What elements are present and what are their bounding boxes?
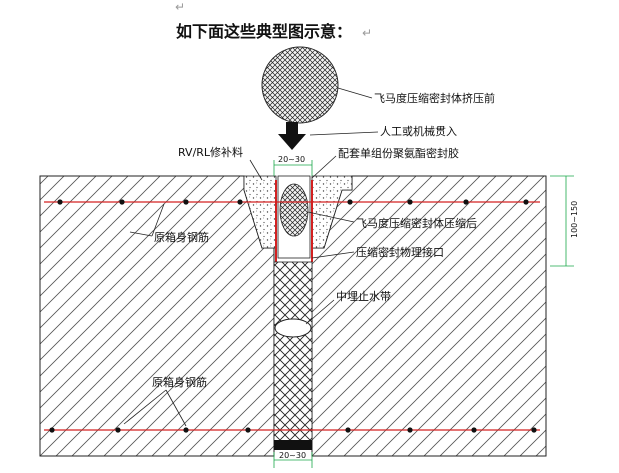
dimension-gap-bottom [273, 452, 313, 468]
repair-mortar-left [243, 175, 277, 249]
label-physical-joint: 压缩密封物理接口 [356, 245, 444, 259]
leader-line [305, 299, 335, 325]
label-sealant: 配套单组份聚氨酯密封胶 [338, 146, 459, 160]
joint-filler [273, 261, 313, 449]
leader-line [165, 389, 187, 427]
dimension-gap-top [273, 160, 313, 176]
compressed-seal-body [279, 183, 309, 237]
dimension-gap-bottom-text: 20~30 [279, 451, 306, 460]
label-rebar-lower: 原箱身钢筋 [152, 375, 207, 389]
dimension-gap-top-text: 20~30 [278, 155, 305, 164]
leader-line [129, 231, 153, 237]
concrete-slab-left [39, 175, 275, 457]
dimension-depth [550, 175, 574, 267]
leader-line [249, 159, 263, 181]
leader-line [337, 87, 373, 99]
page-heading: 如下面这些典型图示意： ↵ [176, 18, 372, 42]
dimension-depth-text: 100~150 [570, 201, 579, 238]
label-rebar-upper: 原箱身钢筋 [154, 230, 209, 244]
label-before-compression: 飞马度压缩密封体挤压前 [374, 91, 495, 105]
leader-line [311, 155, 337, 179]
label-waterstop: 中埋止水带 [336, 290, 391, 303]
paragraph-mark: ↵ [362, 26, 373, 40]
leader-line [311, 251, 355, 259]
leader-line [309, 131, 379, 136]
seal-before-compression [261, 46, 339, 124]
label-repair-material: RV/RL修补料 [178, 145, 243, 159]
leader-line [151, 203, 165, 237]
joint-base [274, 440, 312, 450]
waterstop [274, 318, 312, 338]
rebar-bottom [44, 427, 540, 433]
leader-line [307, 211, 355, 223]
label-insertion: 人工或机械贯入 [380, 124, 457, 138]
label-after-compression: 飞马度压缩密封体压缩后 [356, 216, 477, 230]
heading-text: 如下面这些典型图示意： [176, 22, 353, 41]
rebar-top [44, 199, 540, 205]
leader-line [123, 389, 167, 425]
paragraph-mark: ↵ [175, 0, 186, 14]
insertion-arrow-icon [278, 122, 306, 150]
